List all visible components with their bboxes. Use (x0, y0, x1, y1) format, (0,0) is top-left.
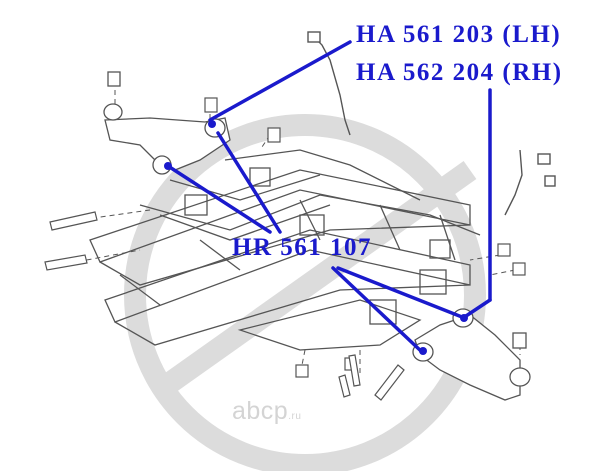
watermark-brand: abcp (232, 397, 289, 425)
watermark-text: abcp.ru (232, 397, 301, 426)
stabilizer-links (307, 31, 556, 216)
left-control-arm (103, 71, 231, 175)
part-number-rh: HA 562 204 (RH) (356, 59, 563, 86)
part-number-lh: HA 561 203 (LH) (356, 21, 562, 48)
pointer-lines (166, 40, 492, 354)
watermark-tld: .ru (288, 411, 302, 422)
right-control-arm (412, 308, 531, 401)
bolts (44, 211, 405, 401)
watermark-logo (124, 114, 486, 471)
part-number-hr: HR 561 107 (232, 234, 372, 261)
pointer-markers (164, 120, 468, 355)
